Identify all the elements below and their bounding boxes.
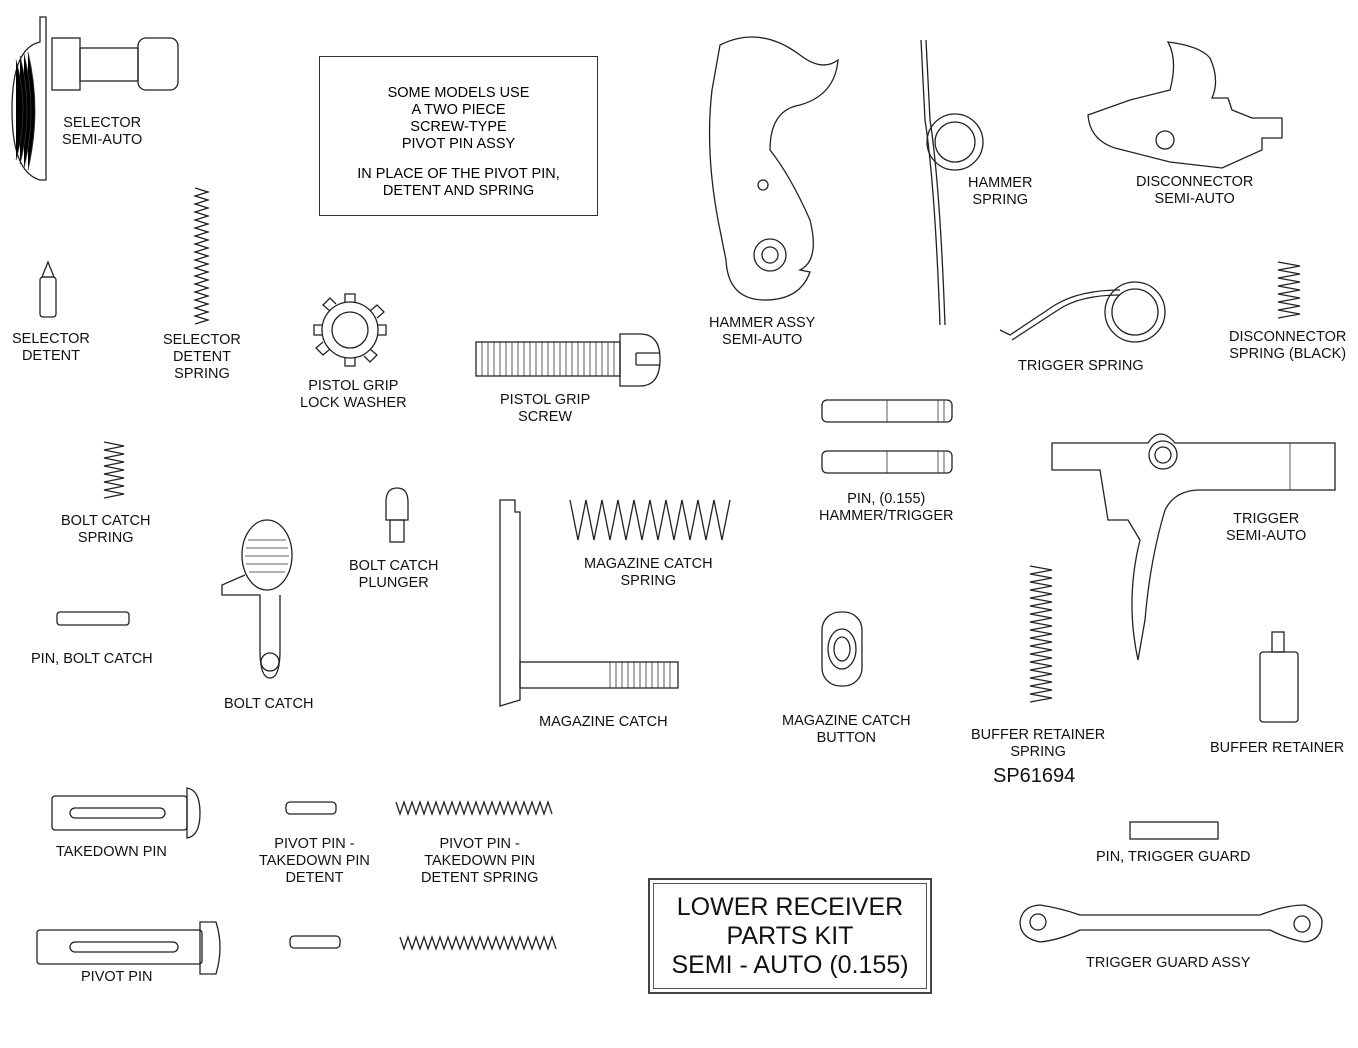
label-pin-bolt-catch: PIN, BOLT CATCH: [31, 651, 153, 667]
trigger-guard-drawing: [1019, 904, 1323, 943]
pistol-grip-screw-drawing: [475, 333, 661, 387]
trigger-drawing: [1051, 433, 1336, 661]
magazine-catch-drawing: [499, 499, 679, 707]
note-line: PIVOT PIN ASSY: [401, 136, 516, 152]
label-pivot-pin: PIVOT PIN: [81, 969, 153, 985]
bolt-catch-spring-drawing: [103, 441, 125, 499]
label-pin-trigger-guard: PIN, TRIGGER GUARD: [1096, 849, 1251, 865]
pin-bolt-catch-drawing: [56, 611, 130, 626]
title-line: SEMI - AUTO (0.155): [671, 951, 909, 979]
lock-washer-drawing: [313, 293, 387, 367]
note-line: SOME MODELS USE: [387, 85, 530, 101]
bolt-catch-plunger-drawing: [385, 487, 409, 543]
detent-spring-2-drawing: [399, 934, 557, 952]
title-line: LOWER RECEIVER: [676, 893, 904, 921]
detent-spring-1-drawing: [395, 799, 553, 817]
magazine-catch-button-drawing: [821, 611, 863, 687]
hammer-drawing: [708, 36, 839, 301]
label-buffer-retainer: BUFFER RETAINER: [1210, 740, 1345, 756]
pivot-pin-drawing: [36, 921, 221, 975]
part-number: SP61694: [993, 765, 1076, 787]
selector-drawing: [11, 16, 179, 181]
note-box: SOME MODELS USE A TWO PIECE SCREW-TYPE P…: [319, 56, 598, 216]
bolt-catch-drawing: [221, 519, 293, 679]
trigger-spring-drawing: [999, 281, 1166, 343]
hammer-trigger-pins-drawing: [821, 399, 953, 474]
selector-detent-drawing: [39, 260, 57, 318]
note-line: IN PLACE OF THE PIVOT PIN,: [357, 166, 560, 182]
label-takedown-pin: TAKEDOWN PIN: [56, 844, 167, 860]
disconnector-spring-drawing: [1277, 261, 1301, 319]
detent-1-drawing: [285, 801, 337, 815]
note-line: DETENT AND SPRING: [382, 183, 535, 199]
buffer-retainer-spring-drawing: [1029, 565, 1053, 703]
title-line: PARTS KIT: [726, 922, 854, 950]
note-line: A TWO PIECE: [411, 102, 506, 118]
title-box: LOWER RECEIVER PARTS KIT SEMI - AUTO (0.…: [648, 878, 932, 994]
label-trigger-guard-assy: TRIGGER GUARD ASSY: [1086, 955, 1251, 971]
label-magazine-catch: MAGAZINE CATCH: [539, 714, 668, 730]
buffer-retainer-drawing: [1259, 631, 1299, 723]
disconnector-drawing: [1087, 41, 1283, 169]
label-trigger-spring: TRIGGER SPRING: [1018, 358, 1144, 374]
note-line: SCREW-TYPE: [410, 119, 507, 135]
magazine-catch-spring-drawing: [569, 499, 731, 541]
label-bolt-catch: BOLT CATCH: [224, 696, 314, 712]
selector-detent-spring-drawing: [192, 187, 211, 325]
label-pin-hammer-trigger: PIN, (0.155)HAMMER/TRIGGER: [819, 491, 954, 524]
hammer-spring-drawing: [920, 39, 984, 326]
detent-2-drawing: [289, 935, 341, 949]
takedown-pin-drawing: [51, 787, 201, 839]
pin-trigger-guard-drawing: [1129, 821, 1219, 840]
